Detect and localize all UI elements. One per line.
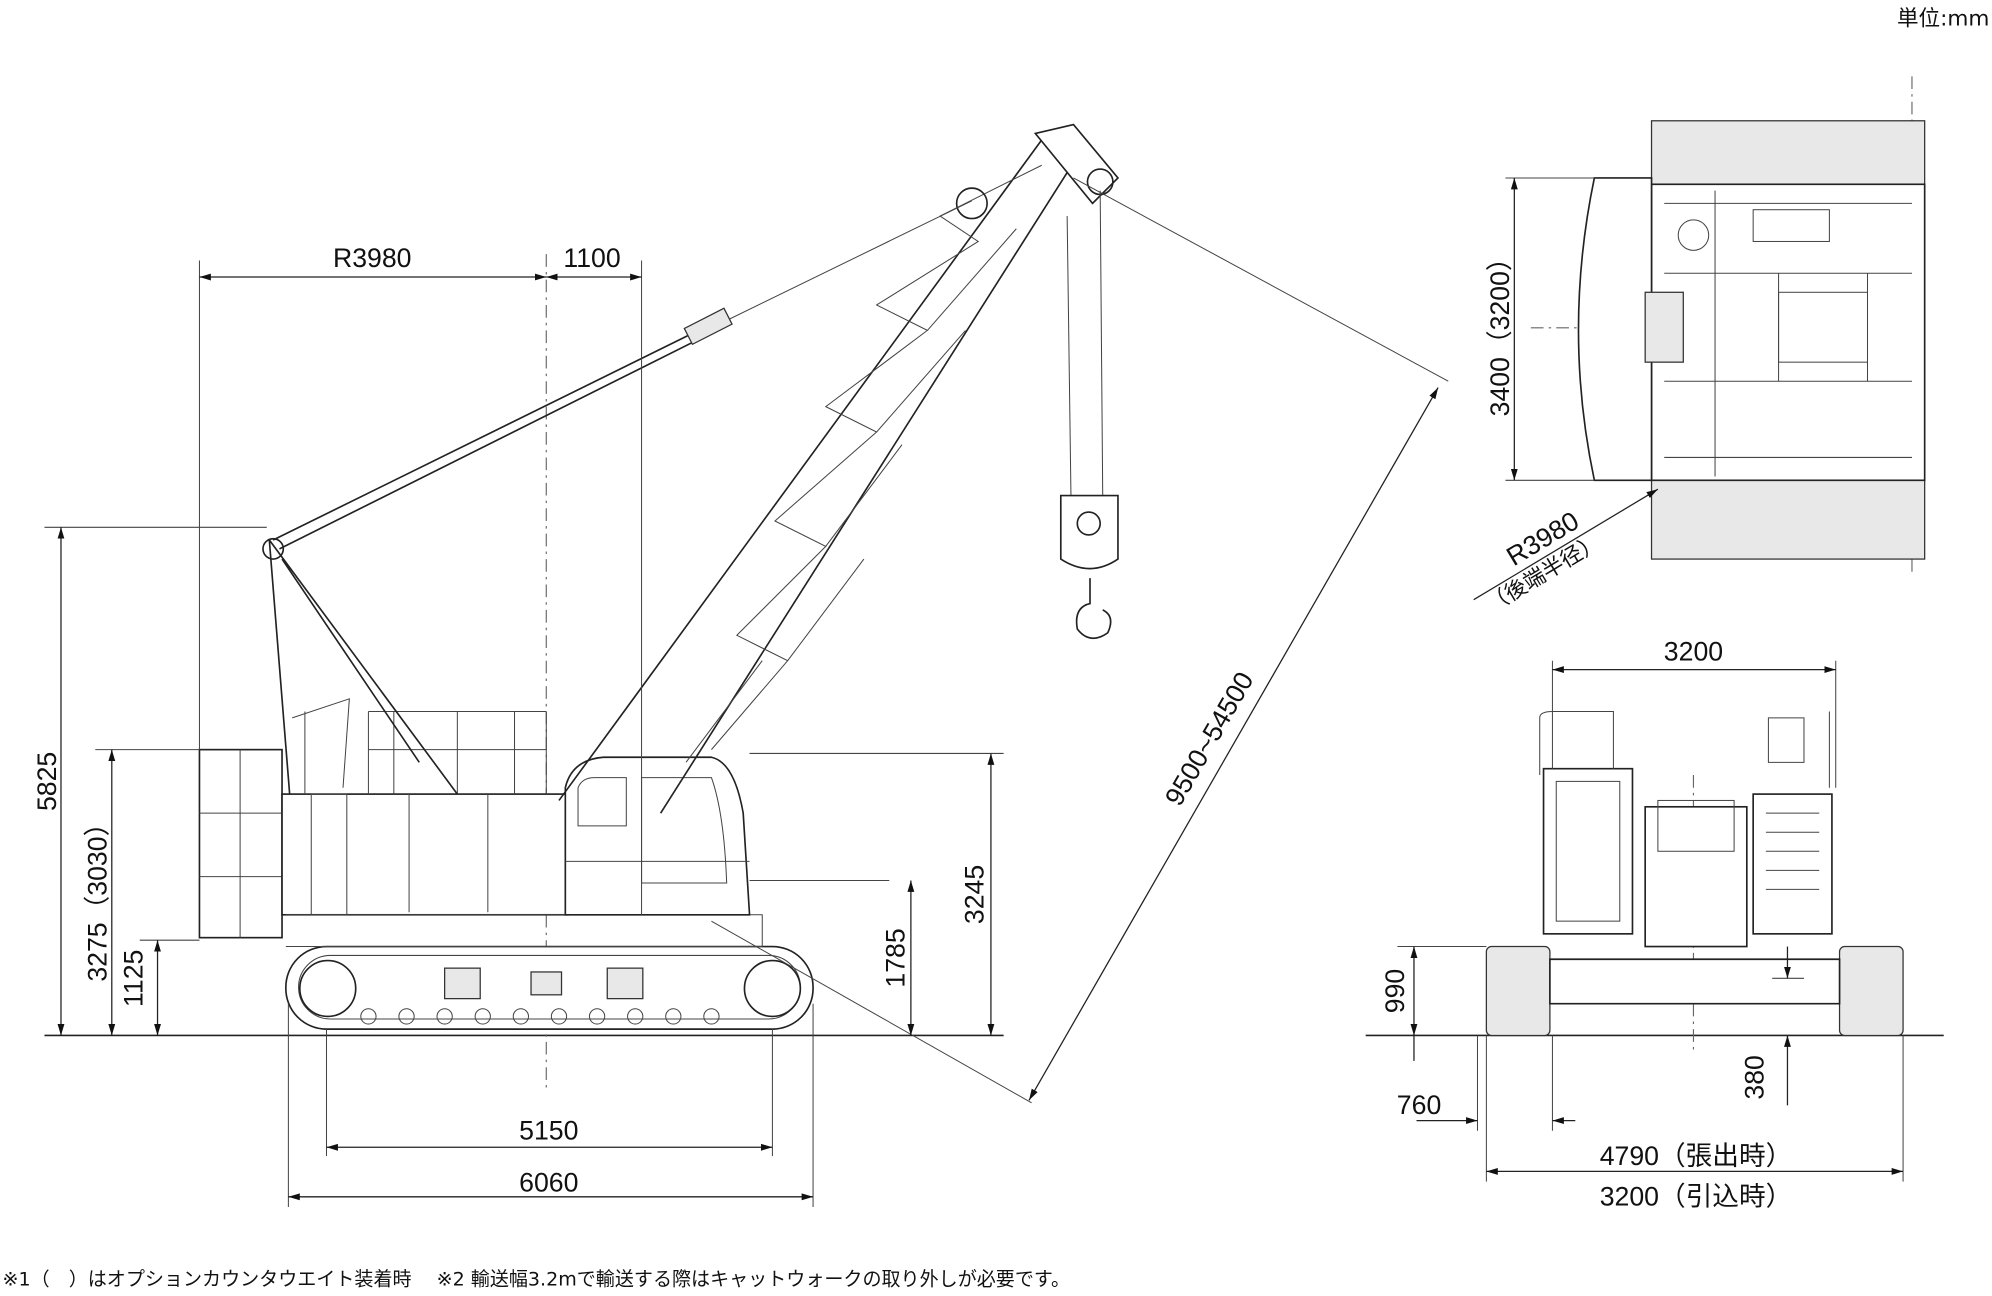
dim-overall-height: 5825 xyxy=(32,752,62,811)
footnote: ※1（ ）はオプションカウンタウエイト装着時 ※2 輸送幅3.2mで輸送する際は… xyxy=(3,1269,1071,1291)
dim-cab-floor: 1785 xyxy=(881,928,911,987)
dim-ground-clearance: 380 xyxy=(1739,1055,1769,1099)
dim-front-upper-width: 3200 xyxy=(1664,637,1723,667)
dim-tail-radius: R3980 xyxy=(333,243,412,273)
dim-track-length: 6060 xyxy=(519,1168,578,1198)
dim-top-width: 3400（3200） xyxy=(1485,244,1515,416)
dim-front-height: 990 xyxy=(1380,969,1410,1013)
dim-extended-width: 4790（張出時） xyxy=(1600,1141,1793,1171)
boom-length-extension-line xyxy=(1073,177,1449,382)
dim-tumbler-center: 5150 xyxy=(519,1116,578,1146)
lattice-boom xyxy=(558,123,1120,814)
crawler-track xyxy=(285,945,814,1030)
upper-structure xyxy=(281,711,763,948)
dim-cw-clearance: 1125 xyxy=(118,950,148,1007)
dim-cab-height: 3245 xyxy=(959,865,989,924)
dim-boom-length: 9500~54500 xyxy=(1159,667,1259,811)
dim-offset: 1100 xyxy=(563,243,620,273)
dim-cw-height: 3275（3030） xyxy=(83,810,113,982)
dim-shoe-width: 760 xyxy=(1397,1090,1441,1120)
unit-label: 単位:mm xyxy=(1897,7,1989,32)
side-view: R3980 1100 5825 3275（3030） 1125 1785 324… xyxy=(32,123,1449,1207)
operator-cab xyxy=(564,756,751,916)
counterweight xyxy=(198,748,283,939)
dim-retracted-width: 3200（引込時） xyxy=(1600,1182,1793,1212)
gantry-and-pendant xyxy=(262,200,973,795)
top-view: 3400（3200） R3980 （後端半径） xyxy=(1473,76,1926,618)
front-view: 3200 990 760 380 4790（張出時） 3200（引込時） xyxy=(1365,637,1944,1212)
hook-block xyxy=(1059,190,1119,639)
